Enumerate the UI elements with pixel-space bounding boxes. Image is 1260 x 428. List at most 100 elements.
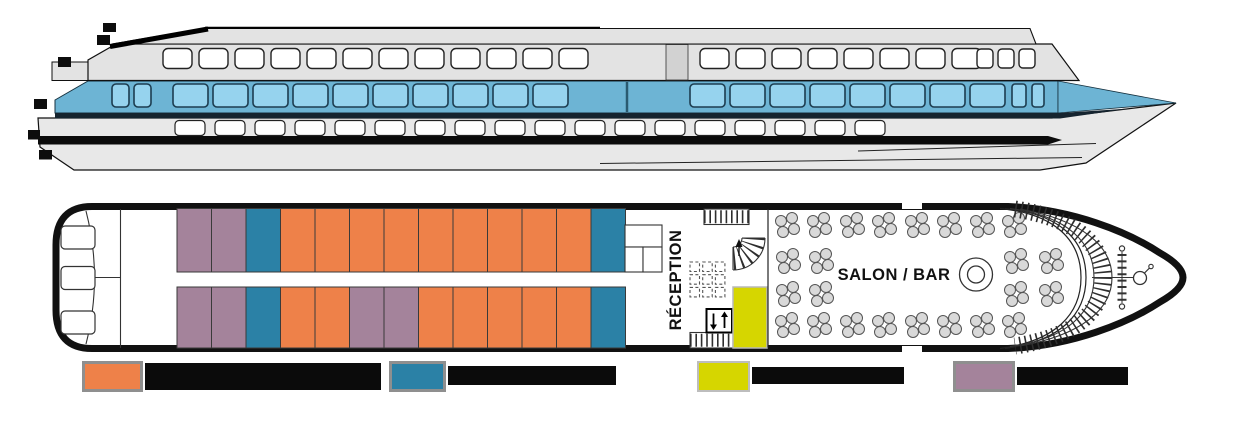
chair <box>1017 259 1029 271</box>
porthole <box>414 119 446 137</box>
chair <box>1013 312 1025 324</box>
cabin-orange <box>383 208 419 273</box>
window <box>111 83 130 108</box>
window <box>889 83 926 108</box>
chair <box>851 312 863 324</box>
table-with-chairs <box>1002 312 1027 338</box>
window <box>879 47 910 70</box>
window <box>234 47 265 70</box>
porthole <box>254 119 286 137</box>
porthole <box>334 119 366 137</box>
window <box>532 83 569 108</box>
window <box>969 83 1006 108</box>
chair <box>786 312 798 324</box>
cabin-teal <box>245 286 281 349</box>
porthole <box>574 119 606 137</box>
table-with-chairs <box>1002 212 1027 238</box>
chair <box>775 315 787 327</box>
dashed-cell <box>689 286 701 298</box>
chair <box>907 326 919 338</box>
chair <box>907 226 919 238</box>
chair <box>818 212 830 224</box>
utility-room <box>624 246 644 273</box>
table-with-chairs <box>1039 281 1064 307</box>
window <box>450 47 481 70</box>
window <box>412 83 449 108</box>
chair <box>939 226 951 238</box>
chair <box>788 223 800 235</box>
legend-swatch-1 <box>82 361 143 392</box>
cabin-orange <box>521 286 557 349</box>
elevator-icon <box>705 308 733 334</box>
porthole <box>494 119 526 137</box>
cabin-orange <box>280 208 316 273</box>
cabin-purple <box>176 286 212 349</box>
cabin-orange <box>487 208 523 273</box>
cabin-teal <box>590 286 626 349</box>
stairs-top <box>703 208 750 226</box>
chair <box>820 323 832 335</box>
table-with-chairs <box>809 248 834 274</box>
chair <box>1004 284 1016 296</box>
window <box>162 47 193 70</box>
chair <box>1041 262 1053 274</box>
legend-bar-3 <box>752 367 904 384</box>
chair <box>883 312 895 324</box>
table-with-chairs <box>775 212 800 238</box>
chair <box>972 226 984 238</box>
cabin-purple <box>176 208 212 273</box>
hull-seam <box>599 157 1083 164</box>
legend-swatch-4 <box>953 361 1015 392</box>
bow-windlass <box>1092 245 1154 310</box>
cabin-purple <box>383 286 419 349</box>
chair <box>1052 292 1064 304</box>
window <box>292 83 329 108</box>
chair <box>872 315 884 327</box>
cabin-orange <box>314 208 350 273</box>
dashed-cell <box>714 286 726 298</box>
chair <box>789 259 801 271</box>
chair <box>775 215 787 227</box>
table-with-chairs <box>776 248 801 274</box>
chair <box>809 226 821 238</box>
chair <box>1041 295 1053 307</box>
chair <box>809 326 821 338</box>
chair <box>1052 259 1064 271</box>
window <box>769 83 806 108</box>
stern-locker <box>60 265 96 291</box>
window <box>372 83 409 108</box>
chair <box>1004 251 1016 263</box>
dashed-cell <box>702 261 713 273</box>
chair <box>811 262 823 274</box>
porthole <box>774 119 806 137</box>
chair <box>937 315 949 327</box>
window <box>771 47 802 70</box>
table-with-chairs <box>775 312 800 338</box>
chair <box>1004 326 1016 338</box>
chair <box>1017 292 1029 304</box>
chair <box>948 312 960 324</box>
chair <box>820 248 832 260</box>
chair <box>937 215 949 227</box>
chair <box>983 323 995 335</box>
cabin-row-bottom <box>176 286 626 349</box>
window <box>699 47 730 70</box>
chair <box>972 326 984 338</box>
table-with-chairs <box>807 212 832 238</box>
chair <box>918 323 930 335</box>
chair <box>851 212 863 224</box>
chair <box>883 212 895 224</box>
window <box>342 47 373 70</box>
porthole <box>294 119 326 137</box>
cabin-orange <box>280 286 316 349</box>
chair <box>842 226 854 238</box>
window <box>689 83 726 108</box>
chair <box>776 284 788 296</box>
waterline-stripe <box>38 136 1062 145</box>
cabin-orange <box>314 286 350 349</box>
window-deck-window-row <box>111 83 1045 108</box>
reception-dashed-grid <box>689 261 726 298</box>
legend-bar-4 <box>1017 367 1128 385</box>
cabin-orange <box>452 208 488 273</box>
cabin-purple <box>349 286 385 349</box>
